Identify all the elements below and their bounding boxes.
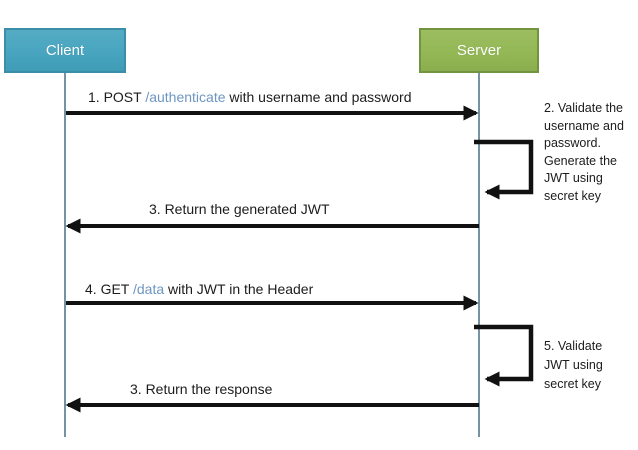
message-3-prefix: 4. GET	[85, 281, 133, 297]
actor-server-label: Server	[456, 42, 502, 59]
message-3-endpoint: /data	[132, 281, 165, 297]
message-label-post-authenticate: 1. POST /authenticate with username and …	[88, 89, 412, 106]
self-loop-validate-credentials	[474, 139, 534, 200]
self-loop-validate-jwt	[474, 324, 534, 387]
message-label-return-jwt: 3. Return the generated JWT	[149, 201, 330, 218]
message-2-text: 3. Return the generated JWT	[149, 201, 330, 217]
note-validate-credentials: 2. Validate the username and password. G…	[544, 101, 624, 203]
message-3-suffix: with JWT in the Header	[164, 281, 314, 297]
message-label-return-response: 3. Return the response	[130, 381, 272, 398]
message-1-prefix: 1. POST	[88, 89, 146, 105]
note-validate-jwt: 5. Validate JWT using secret key	[544, 339, 603, 391]
client-lifeline	[64, 73, 66, 437]
server-lifeline	[478, 73, 480, 437]
message-label-get-data: 4. GET /data with JWT in the Header	[85, 281, 313, 298]
message-1-endpoint: /authenticate	[145, 89, 226, 105]
actor-client-label: Client	[45, 42, 85, 59]
message-1-suffix: with username and password	[225, 89, 412, 105]
actor-box-server: Server	[419, 28, 539, 73]
message-4-text: 3. Return the response	[130, 381, 273, 397]
actor-box-client: Client	[4, 28, 126, 73]
